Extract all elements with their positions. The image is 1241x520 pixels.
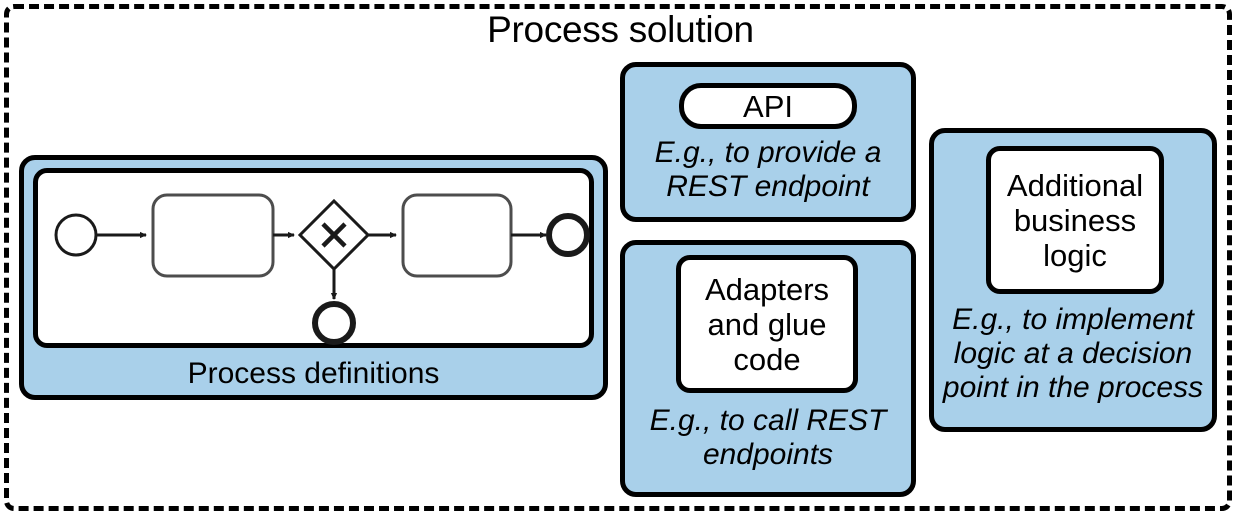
bpmn-diagram-panel[interactable] [33,168,594,348]
bpmn-end-event-2 [312,301,356,345]
bpmn-start-event [54,213,98,257]
process-solution-boundary [4,4,1232,511]
process-definitions-label: Process definitions [187,357,440,390]
bpmn-end-event [546,213,590,257]
bpmn-gateway-x-icon [321,222,347,248]
bpmn-process-graphic [54,193,590,345]
api-heading: API [743,88,793,124]
page-title: Process solution [487,9,754,50]
api-heading-pill[interactable]: API [679,83,857,129]
bpmn-task-1 [151,193,275,278]
bpmn-task-2 [401,193,513,278]
